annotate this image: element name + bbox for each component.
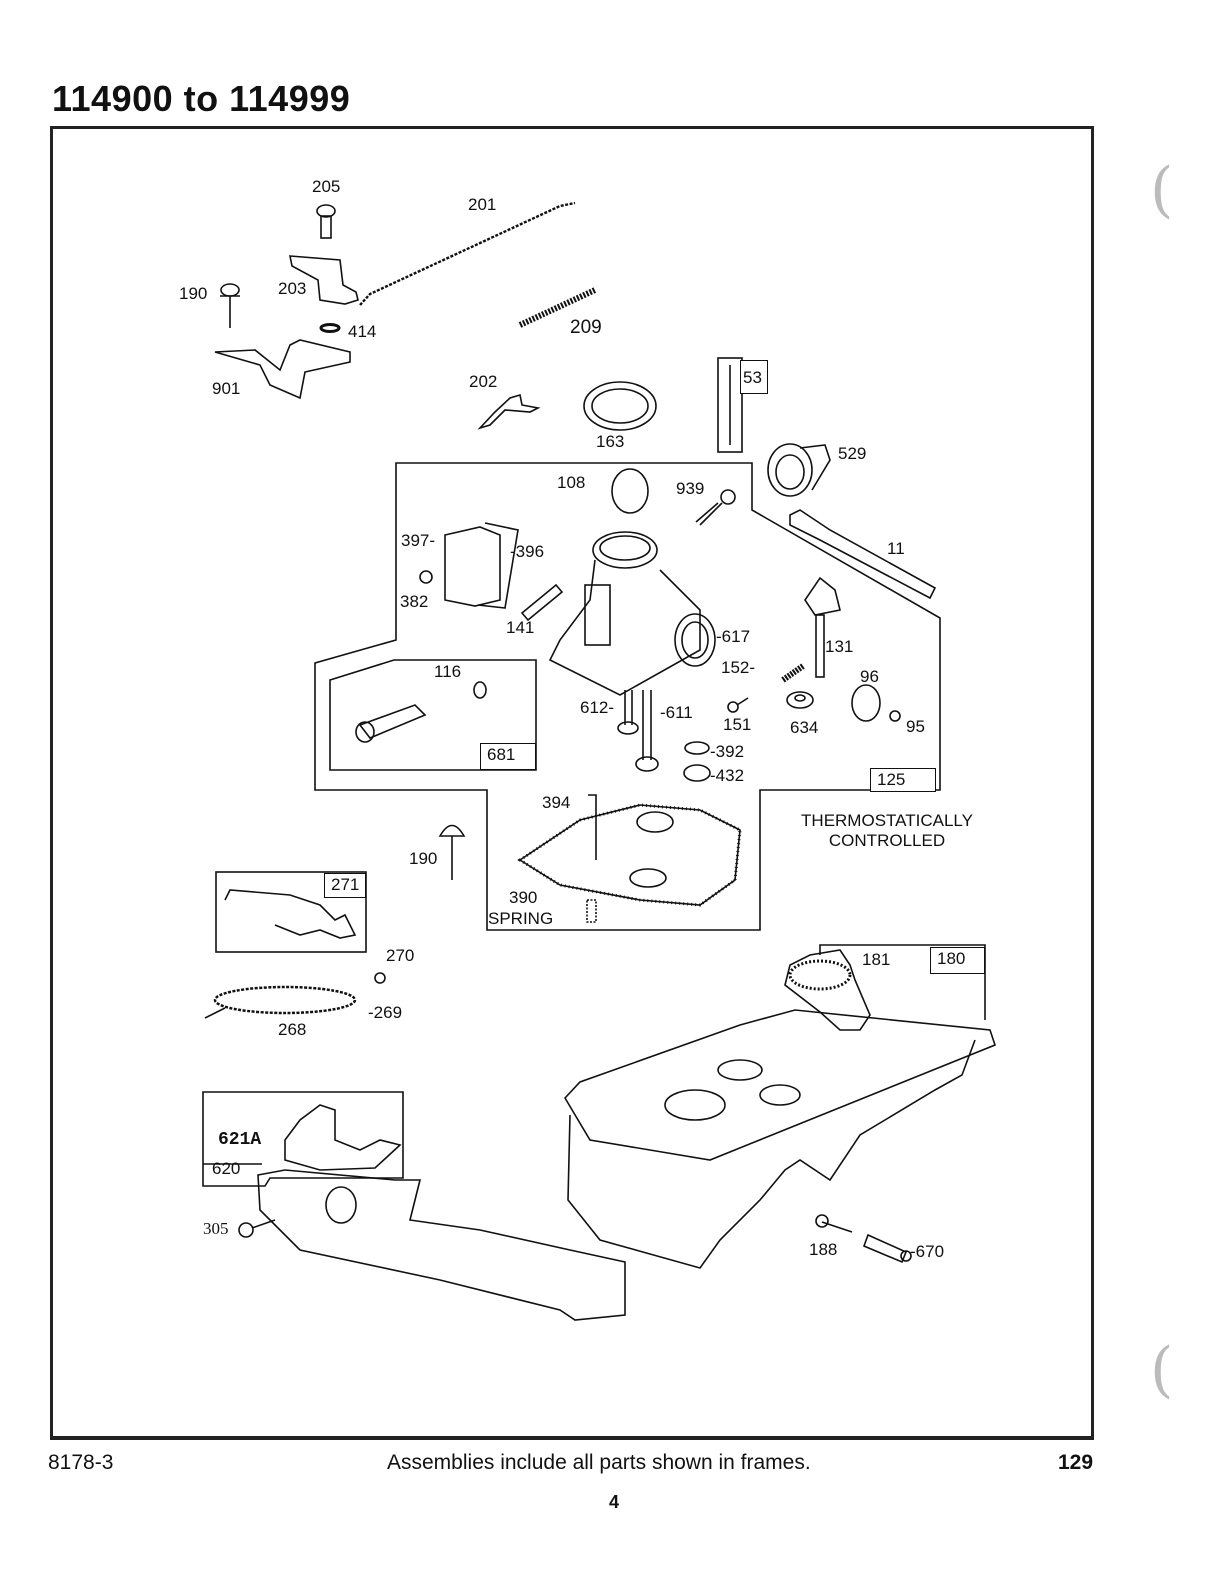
part-612-611-posts-art — [617, 690, 659, 772]
part-label-670: -670 — [910, 1242, 945, 1261]
thermostatic-note: THERMOSTATICALLY CONTROLLED — [774, 811, 1000, 850]
part-620-control-plate-art — [257, 1104, 626, 1321]
part-53-box-art — [717, 357, 743, 453]
part-label-269: -269 — [368, 1003, 403, 1022]
page-title: 114900 to 114999 — [52, 78, 351, 119]
part-label-141: 141 — [506, 618, 535, 637]
part-96-95-art — [851, 684, 901, 722]
part-901-bracket-art — [214, 339, 351, 400]
part-141-shaft-art — [520, 583, 564, 622]
part-label-131: 131 — [825, 637, 854, 656]
binder-mark-icon: ( — [1150, 1335, 1174, 1405]
frame-180-art — [819, 944, 986, 1020]
part-390-spring-art — [586, 899, 597, 923]
doc-number: 8178-3 — [48, 1451, 114, 1474]
part-label-611: -611 — [660, 703, 693, 722]
part-label-432: -432 — [710, 766, 745, 785]
part-151-screw-art — [727, 697, 749, 713]
part-label-621A: 621A — [218, 1130, 262, 1150]
thermostatic-note-line2: CONTROLLED — [828, 830, 946, 850]
carburetor-body-art — [548, 531, 716, 696]
part-label-53: 53 — [740, 360, 768, 394]
part-270-nut-art — [374, 972, 386, 984]
frame-620-621A-art — [202, 1091, 404, 1187]
part-label-612: 612- — [580, 698, 615, 717]
part-label-205: 205 — [312, 177, 341, 196]
part-634-washer-art — [786, 691, 814, 709]
part-939-art — [695, 489, 736, 526]
part-label-spring: SPRING — [488, 909, 554, 928]
frame-681-art — [329, 659, 537, 771]
part-label-394: 394 — [542, 793, 571, 812]
part-label-151: 151 — [723, 715, 752, 734]
part-label-681: 681 — [480, 743, 536, 770]
part-label-96: 96 — [860, 667, 879, 686]
part-label-125: 125 — [870, 768, 936, 792]
part-label-271: 271 — [324, 873, 366, 898]
part-label-201: 201 — [468, 195, 497, 214]
part-label-305: 305 — [203, 1219, 229, 1238]
part-label-188: 188 — [809, 1240, 838, 1259]
part-131-lever-art — [804, 576, 841, 678]
frame-125-art — [314, 462, 941, 931]
part-203-lever-art — [289, 255, 359, 305]
part-label-392: -392 — [710, 742, 745, 761]
part-394-gasket-art — [517, 794, 742, 907]
part-label-617: -617 — [716, 627, 751, 646]
part-label-939: 939 — [676, 479, 705, 498]
part-397-396-art — [444, 522, 519, 609]
part-label-202: 202 — [469, 372, 498, 391]
part-label-634: 634 — [790, 718, 819, 737]
part-201-link-rod-art — [359, 201, 576, 306]
part-label-268: 268 — [278, 1020, 307, 1039]
sub-page-number: 4 — [609, 1492, 620, 1512]
part-label-95: 95 — [906, 717, 925, 736]
part-label-414: 414 — [348, 322, 377, 341]
part-label-181: 181 — [862, 950, 891, 969]
thermostatic-note-line1: THERMOSTATICALLY — [801, 811, 973, 830]
part-label-152: 152- — [721, 658, 756, 677]
part-label-163: 163 — [596, 432, 625, 451]
part-382-screw-art — [419, 570, 433, 584]
part-label-190-lower: 190 — [409, 849, 438, 868]
part-label-108: 108 — [557, 473, 586, 492]
part-label-180: 180 — [930, 947, 985, 974]
binder-mark-icon: ( — [1150, 155, 1174, 225]
part-label-396: -396 — [510, 542, 545, 561]
part-205-pin-art — [316, 204, 336, 239]
part-681-needle-art — [355, 681, 487, 743]
part-label-203: 203 — [278, 279, 307, 298]
part-label-397: 397- — [401, 531, 436, 550]
part-190-lower-screw-art — [438, 824, 466, 880]
part-label-116: 116 — [434, 662, 462, 681]
part-414-washer-art — [319, 323, 341, 333]
fuel-tank-art — [564, 949, 996, 1269]
part-268-269-cable-art — [204, 985, 357, 1019]
part-529-elbow-art — [767, 443, 831, 497]
part-label-390: 390 — [509, 888, 538, 907]
frame-271-art — [215, 871, 367, 953]
part-152-spring-art — [781, 663, 805, 683]
part-label-382: 382 — [400, 592, 429, 611]
part-163-gasket-art — [583, 381, 657, 431]
footer-caption: Assemblies include all parts shown in fr… — [387, 1451, 811, 1474]
diagram-frame — [50, 126, 1094, 1440]
part-392-432-rings-art — [683, 741, 711, 782]
part-label-11: 11 — [887, 539, 905, 558]
part-108-choke-plate-art — [611, 468, 649, 514]
part-190-screw-art — [220, 283, 240, 328]
part-188-670-fitting-art — [815, 1214, 912, 1264]
part-label-620: 620 — [212, 1159, 241, 1178]
part-label-901: 901 — [212, 379, 241, 398]
part-label-270: 270 — [386, 946, 415, 965]
part-202-clip-art — [477, 393, 541, 430]
part-label-190: 190 — [179, 284, 208, 303]
part-label-529: 529 — [838, 444, 867, 463]
part-11-tube-art — [789, 509, 937, 600]
part-305-bolt-art — [238, 1219, 276, 1238]
part-label-209: 209 — [570, 317, 602, 338]
page-number: 129 — [1058, 1451, 1094, 1474]
